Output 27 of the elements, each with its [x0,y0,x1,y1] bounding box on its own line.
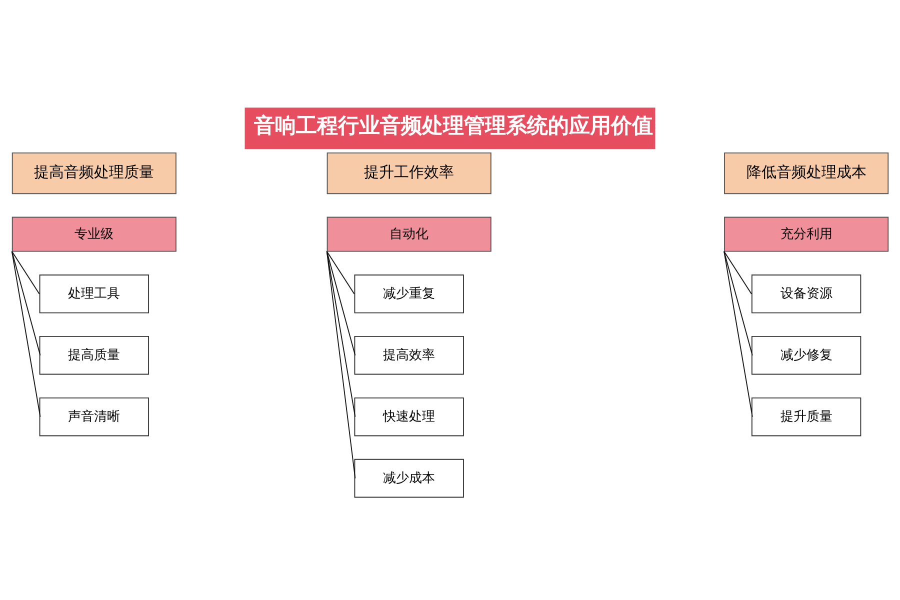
node-box: 提升质量 [751,396,862,436]
connector [11,250,40,294]
node-box: 设备资源 [751,274,862,313]
node-box: 声音清晰 [39,396,150,436]
node-box: 降低音频处理成本 [724,152,889,194]
diagram-title: 音响工程行业音频处理管理系统的应用价值 [254,113,654,138]
node-box: 自动化 [326,216,492,252]
node-box: 专业级 [12,216,176,252]
connector [326,250,355,294]
connector [724,250,753,356]
node-box: 提升工作效率 [326,152,492,194]
node-box: 提高效率 [354,335,464,374]
node-box: 充分利用 [724,216,889,252]
node-box: 处理工具 [39,274,150,313]
node-box: 提高音频处理质量 [12,152,176,194]
node-box: 减少修复 [751,335,862,374]
connector [326,250,356,417]
connector [326,250,356,356]
node-box: 减少重复 [354,274,464,313]
connector [724,250,752,294]
connector [11,250,41,417]
node-box: 快速处理 [354,396,464,436]
connector [11,250,41,356]
connector [724,250,753,417]
node-box: 减少成本 [354,458,464,498]
connector [326,250,356,478]
node-box: 提高质量 [39,335,150,374]
